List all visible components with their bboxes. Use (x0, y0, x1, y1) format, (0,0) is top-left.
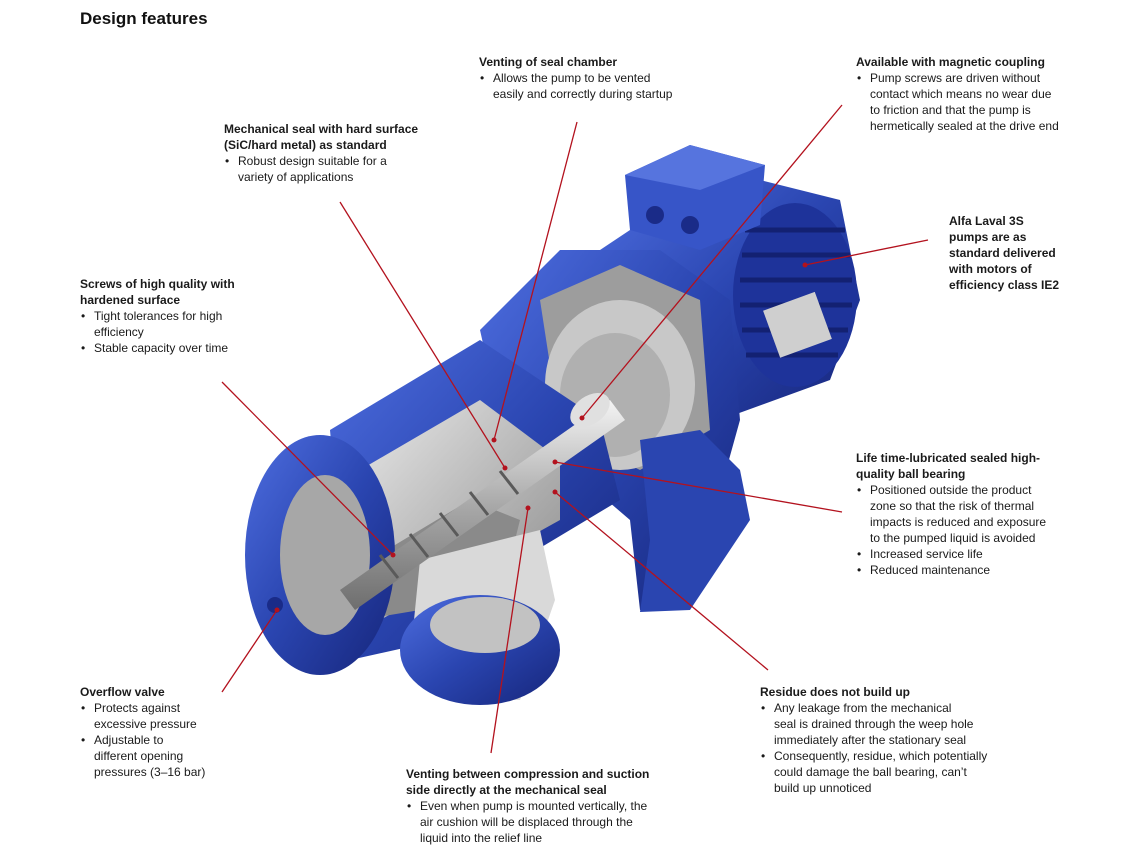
leader-screws-quality (221, 381, 394, 556)
leader-lines (221, 104, 929, 754)
bullet-item: Even when pump is mounted vertically, th… (406, 798, 706, 846)
callout-heading: Venting of seal chamber (479, 55, 618, 69)
page-title: Design features (80, 9, 208, 28)
callout-residue: Residue does not build up Any leakage fr… (760, 684, 1030, 796)
leader-ball-bearing (554, 461, 843, 513)
bullet-item: Increased service life (856, 546, 1116, 562)
callout-overflow-valve: Overflow valve Protects againstexcessive… (80, 684, 250, 780)
callout-heading: Residue does not build up (760, 685, 910, 699)
callout-ball-bearing: Life time-lubricated sealed high-quality… (856, 450, 1116, 578)
leader-venting-seal-chamber (493, 121, 578, 441)
callout-mechanical-seal: Mechanical seal with hard surface(SiC/ha… (224, 121, 484, 185)
callout-heading: Life time-lubricated sealed high-quality… (856, 451, 1041, 481)
callout-heading: Overflow valve (80, 685, 165, 699)
leader-motor-ie2 (804, 239, 929, 266)
screw-shaft (340, 392, 625, 610)
leader-residue (554, 491, 769, 671)
callout-magnetic-coupling: Available with magnetic coupling Pump sc… (856, 54, 1121, 134)
leader-magnetic-coupling (581, 104, 843, 419)
callout-heading: Available with magnetic coupling (856, 55, 1045, 69)
bullet-item: Reduced maintenance (856, 562, 1116, 578)
callout-venting-seal-chamber: Venting of seal chamber Allows the pump … (479, 54, 719, 102)
motor (600, 145, 860, 420)
leader-overflow-valve (221, 609, 278, 693)
leader-venting-compression (490, 507, 529, 754)
callout-heading: Mechanical seal with hard surface(SiC/ha… (224, 122, 419, 152)
bullet-item: Consequently, residue, which potentially… (760, 748, 1030, 796)
bullet-item: Stable capacity over time (80, 340, 280, 356)
leader-mechanical-seal (339, 201, 506, 469)
